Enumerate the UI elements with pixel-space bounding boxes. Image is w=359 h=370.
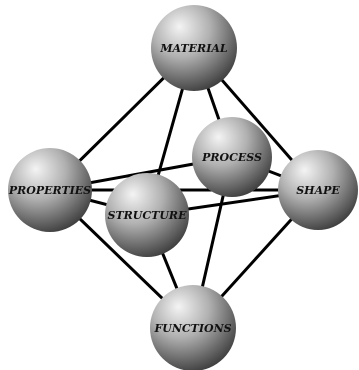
label-material: MATERIAL	[159, 42, 228, 55]
nodes-layer: MATERIAL PROCESS PROPERTIES SHAPE STRUCTURE F…	[8, 5, 358, 370]
sphere-functions	[150, 285, 236, 370]
node-process: PROCESS	[192, 117, 272, 197]
sphere-structure	[105, 173, 189, 257]
node-shape: SHAPE	[278, 150, 358, 230]
sphere-process	[192, 117, 272, 197]
label-structure: STRUCTURE	[108, 209, 188, 222]
label-shape: SHAPE	[296, 184, 340, 197]
sphere-properties	[8, 148, 92, 232]
sphere-shape	[278, 150, 358, 230]
label-process: PROCESS	[201, 151, 262, 164]
node-material: MATERIAL	[151, 5, 237, 91]
sphere-material	[151, 5, 237, 91]
node-structure: STRUCTURE	[105, 173, 189, 257]
label-properties: PROPERTIES	[8, 184, 91, 197]
node-functions: FUNCTIONS	[150, 285, 236, 370]
label-functions: FUNCTIONS	[153, 322, 231, 335]
node-properties: PROPERTIES	[8, 148, 92, 232]
